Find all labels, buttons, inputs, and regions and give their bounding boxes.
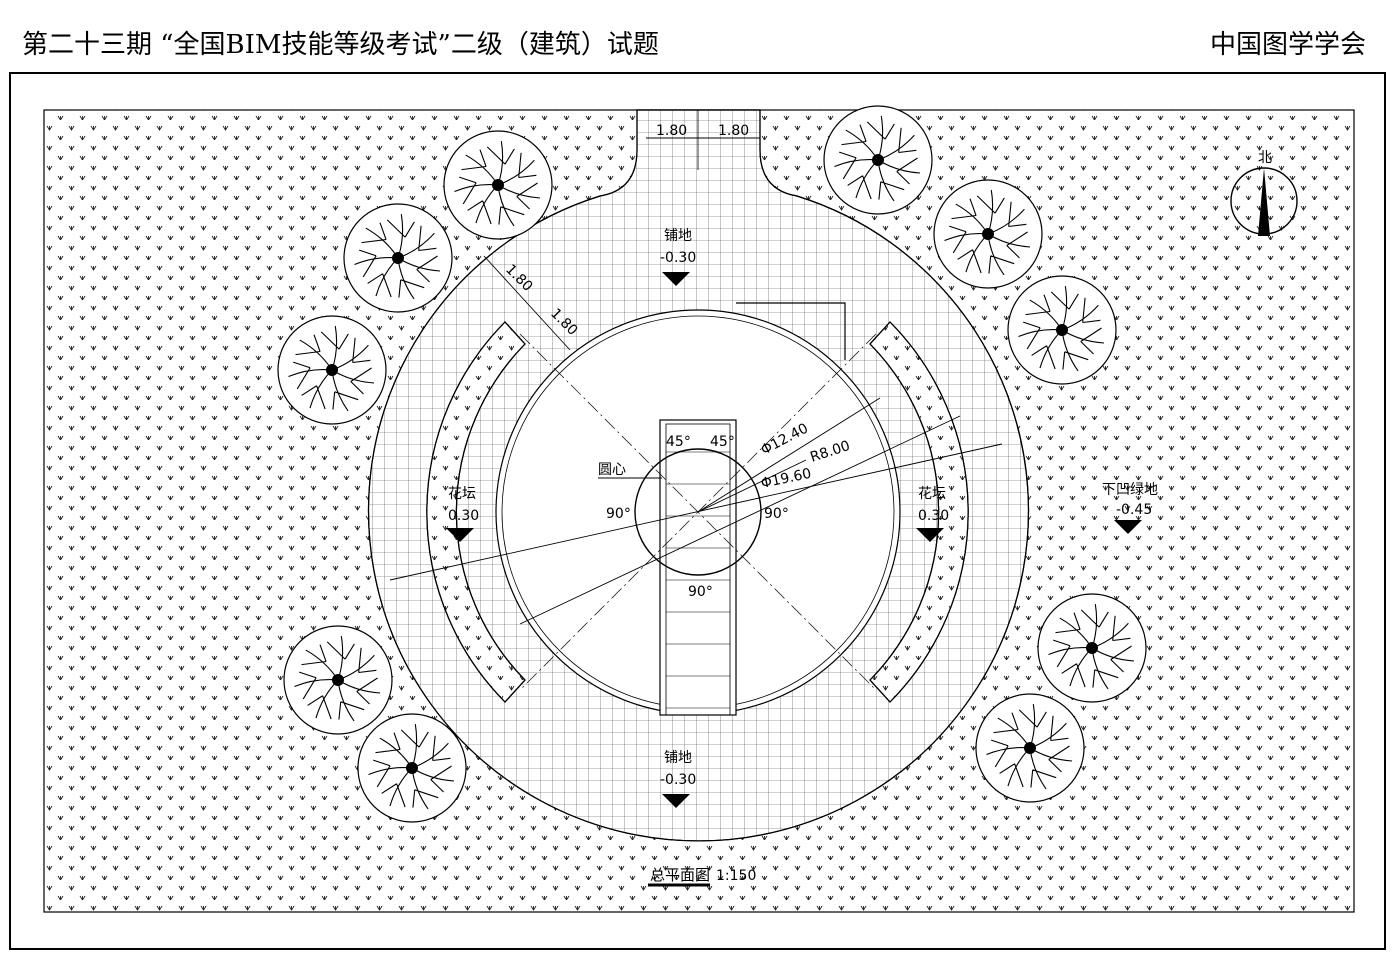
drawing-scale: 1:150 <box>716 868 756 884</box>
sheet-frame <box>9 72 1386 950</box>
angle-45-right: 45° <box>710 434 735 450</box>
planter-right <box>869 321 969 703</box>
paving-bottom-elev: -0.30 <box>660 772 696 788</box>
center-point-label: 圆心 <box>598 462 626 478</box>
tree-icon <box>1037 593 1147 703</box>
tree-icon <box>933 179 1043 289</box>
planter-left <box>426 321 526 703</box>
tree-icon <box>443 130 553 240</box>
tree-icon <box>975 693 1085 803</box>
tree-icon <box>283 625 393 735</box>
planter-right-label: 花坛 <box>918 486 946 502</box>
path-width-dim-2: 1.80 <box>718 123 749 139</box>
sunken-green-elev: -0.45 <box>1116 502 1152 518</box>
paving-top-elev: -0.30 <box>660 250 696 266</box>
tree-icon <box>1007 275 1117 385</box>
central-walkway <box>659 419 737 716</box>
tree-icon <box>823 105 933 215</box>
angle-90-left: 90° <box>606 506 631 522</box>
sunken-green-label: 下凹绿地 <box>1102 482 1158 498</box>
path-width-dim-1: 1.80 <box>656 123 687 139</box>
small-structure <box>736 302 846 360</box>
organizer-name: 中国图学学会 <box>1209 30 1366 60</box>
paving-top-label: 铺地 <box>664 228 692 244</box>
trees <box>277 105 1147 823</box>
tree-icon <box>343 203 453 313</box>
north-label: 北 <box>1258 150 1272 166</box>
tree-icon <box>357 713 467 823</box>
tree-icon <box>277 315 387 425</box>
planter-right-elev: 0.30 <box>918 508 949 524</box>
planter-left-label: 花坛 <box>448 486 476 502</box>
angle-45-left: 45° <box>666 434 691 450</box>
elevation-markers <box>446 272 1142 808</box>
drawing-title: 总平面图 <box>650 866 710 884</box>
angle-90-right: 90° <box>764 506 789 522</box>
paving-bottom-label: 铺地 <box>664 750 692 766</box>
exam-title: 第二十三期 “全国BIM技能等级考试”二级（建筑）试题 <box>22 30 659 60</box>
planter-left-elev: 0.30 <box>448 508 479 524</box>
north-arrow-icon <box>1230 167 1298 236</box>
center-circle <box>634 448 762 576</box>
dimension-lines <box>389 137 1003 625</box>
angle-90-bottom: 90° <box>688 584 713 600</box>
